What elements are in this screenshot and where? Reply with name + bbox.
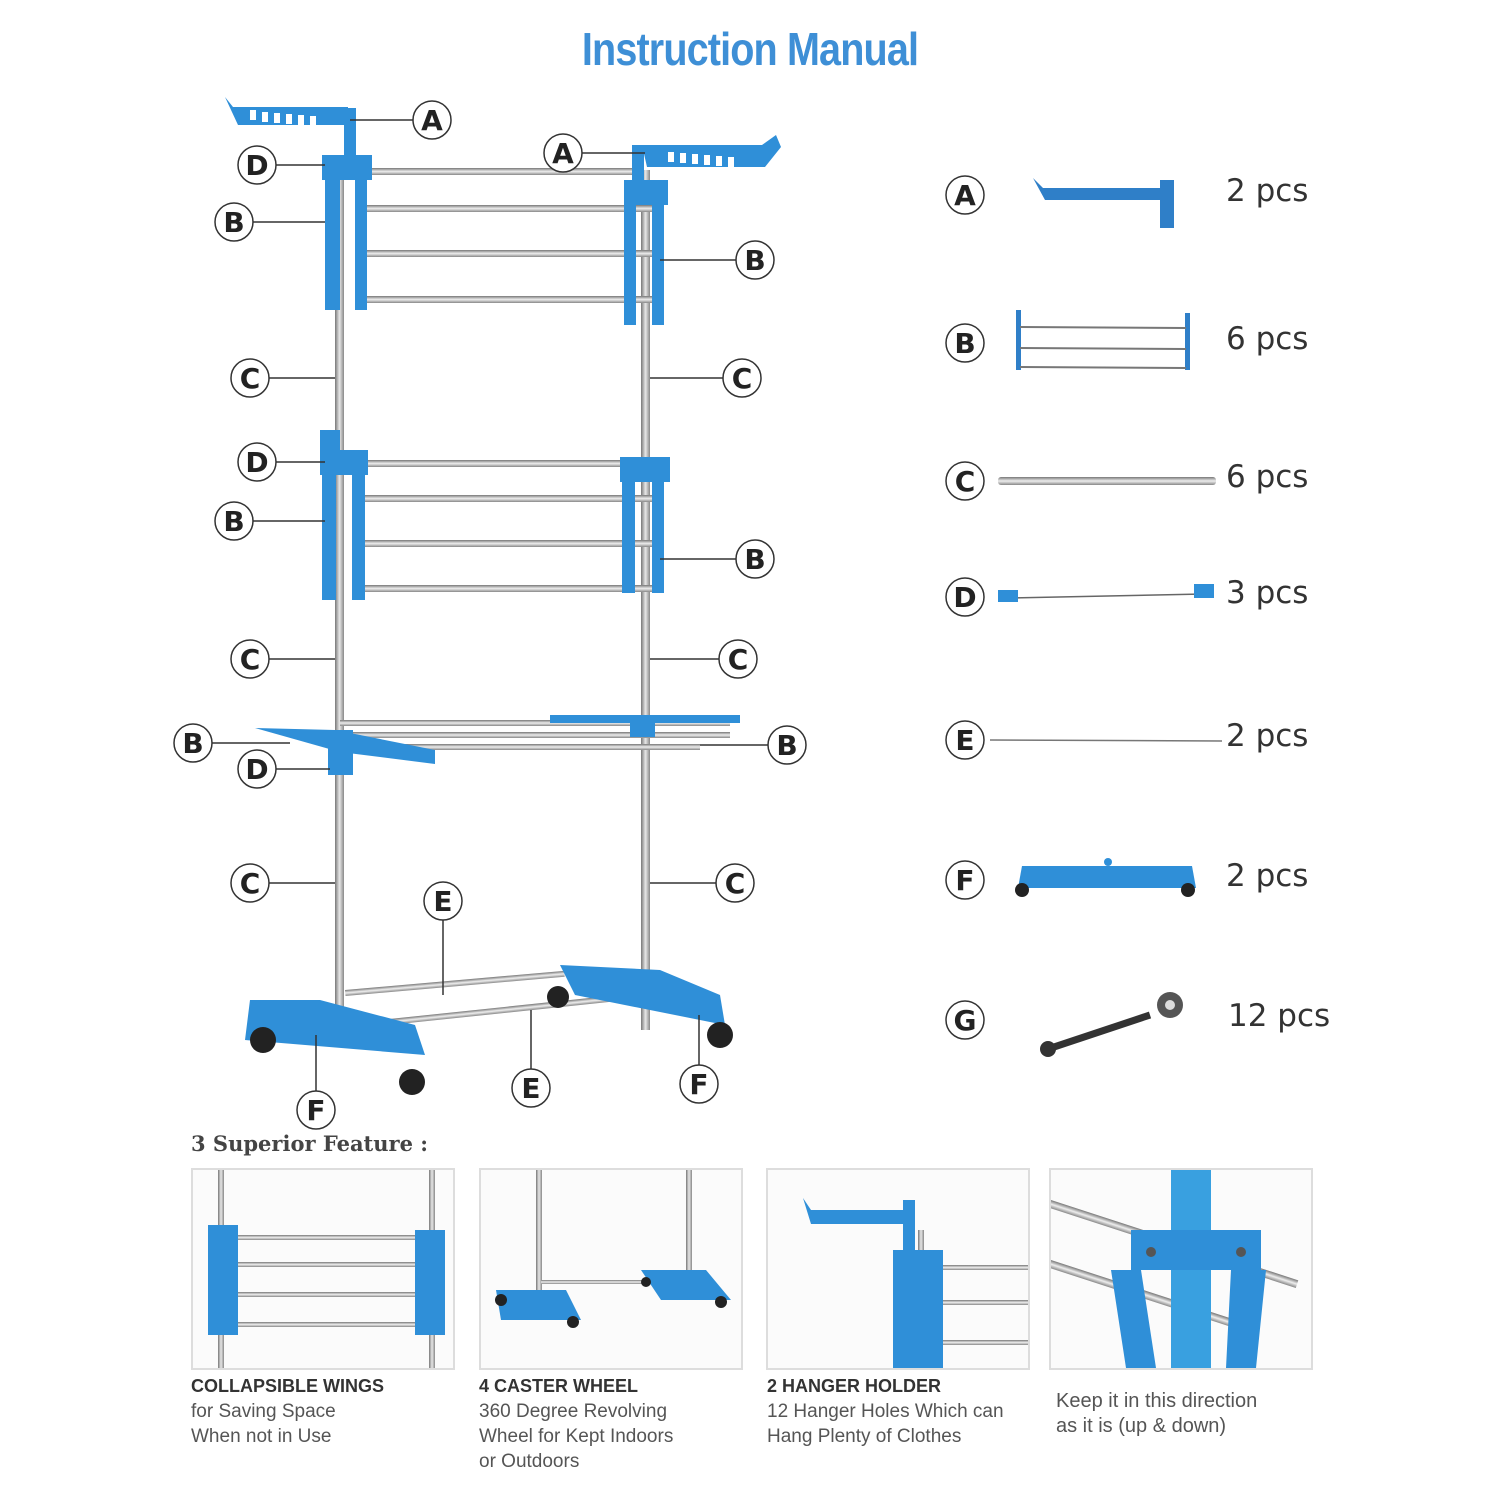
drying-rack-illustration	[225, 97, 781, 1095]
callout-label-circle	[230, 358, 270, 398]
part-quantity: 2 pcs	[1226, 173, 1309, 209]
base-rod-icon	[989, 739, 1223, 742]
callout-label: F	[689, 1068, 708, 1101]
callout-label: F	[306, 1094, 325, 1127]
callout-label: E	[433, 885, 452, 918]
feature-line: for Saving Space	[191, 1401, 336, 1422]
part-letter-circle	[945, 1000, 985, 1040]
feature-title: 4 CASTER WHEEL	[479, 1376, 639, 1396]
callout-label: B	[776, 729, 797, 762]
screw-nut-icon	[1040, 992, 1183, 1057]
part-letter-circle	[945, 720, 985, 760]
callout-label-circle	[735, 539, 775, 579]
callout-label: B	[182, 727, 203, 760]
callout-label-circle	[718, 639, 758, 679]
callout-label-circle	[230, 639, 270, 679]
wing-rack-icon	[1016, 310, 1190, 370]
callout-label: A	[421, 104, 443, 137]
part-letter-circle	[945, 323, 985, 363]
parts-list-letters: A B C D E F G	[945, 175, 985, 1040]
feature-line: 12 Hanger Holes Which can	[767, 1401, 1004, 1422]
connector-rod-icon	[998, 584, 1214, 602]
part-letter: D	[953, 581, 976, 614]
callout-label: C	[728, 643, 749, 676]
feature-line: 360 Degree Revolving	[479, 1401, 668, 1422]
callout-label-circle	[715, 863, 755, 903]
callout-label-circle	[722, 358, 762, 398]
callout-label-circle	[173, 723, 213, 763]
feature-line: as it is (up & down)	[1056, 1415, 1227, 1437]
feature-caption-3: 2 HANGER HOLDER 12 Hanger Holes Which can…	[767, 1374, 1047, 1449]
page-title: Instruction Manual	[581, 23, 919, 75]
part-quantity: 6 pcs	[1226, 321, 1309, 357]
feature-photo-collapsible-wings	[191, 1168, 455, 1370]
callout-label: D	[245, 446, 268, 479]
callout-label: B	[223, 505, 244, 538]
callout-label-circle	[237, 442, 277, 482]
feature-line: Keep it in this direction	[1056, 1390, 1258, 1412]
callout-label: C	[240, 362, 261, 395]
callout-label-circle	[237, 145, 277, 185]
part-letter: G	[954, 1004, 977, 1037]
callout-label-circle	[214, 202, 254, 242]
callout-label: D	[245, 149, 268, 182]
feature-line: When not in Use	[191, 1426, 332, 1447]
callout-label: C	[725, 867, 746, 900]
hanger-holder-icon	[1033, 178, 1174, 228]
callout-label-circle	[237, 749, 277, 789]
callout-label-circle	[423, 881, 463, 921]
part-letter: B	[954, 327, 975, 360]
part-letter-circle	[945, 461, 985, 501]
callout-label-circle	[230, 863, 270, 903]
part-letter: F	[955, 864, 974, 897]
callout-label: A	[552, 137, 574, 170]
callout-label: C	[240, 643, 261, 676]
feature-line: Wheel for Kept Indoors	[479, 1426, 674, 1447]
callout-label: B	[744, 543, 765, 576]
callout-label-circle	[296, 1090, 336, 1130]
part-letter-circle	[945, 860, 985, 900]
callout-label-circle	[543, 133, 583, 173]
callout-label: B	[223, 206, 244, 239]
callout-label: C	[240, 867, 261, 900]
features-heading: 3 Superior Feature :	[191, 1131, 429, 1156]
feature-photo-direction	[1049, 1168, 1313, 1370]
part-quantity: 3 pcs	[1226, 575, 1309, 611]
callout-label-circle	[511, 1068, 551, 1108]
wheel-base-icon	[1015, 858, 1196, 897]
callout-label: D	[245, 753, 268, 786]
part-letter: C	[955, 465, 976, 498]
steel-pipe-icon	[998, 477, 1216, 485]
part-quantity: 2 pcs	[1226, 858, 1309, 894]
feature-title: COLLAPSIBLE WINGS	[191, 1376, 384, 1396]
part-letter-circle	[945, 577, 985, 617]
callout-label-circle	[735, 240, 775, 280]
callout-label-circle	[767, 725, 807, 765]
part-quantity: 12 pcs	[1228, 998, 1331, 1034]
part-letter-circle	[945, 175, 985, 215]
feature-line: Hang Plenty of Clothes	[767, 1426, 962, 1447]
callout-label: B	[744, 244, 765, 277]
feature-caption-4: Keep it in this direction as it is (up & …	[1056, 1389, 1336, 1439]
part-quantity: 6 pcs	[1226, 459, 1309, 495]
part-letter: E	[955, 724, 974, 757]
part-quantity: 2 pcs	[1226, 718, 1309, 754]
part-letter: A	[954, 179, 976, 212]
callout-label-circle	[679, 1064, 719, 1104]
callout-label: C	[732, 362, 753, 395]
feature-title: 2 HANGER HOLDER	[767, 1376, 942, 1396]
callout-label-circle	[214, 501, 254, 541]
feature-photo-caster-wheel	[479, 1168, 743, 1370]
callout-label-circle	[412, 100, 452, 140]
feature-photo-hanger-holder	[766, 1168, 1030, 1370]
feature-line: or Outdoors	[479, 1451, 580, 1472]
callout-label: E	[521, 1072, 540, 1105]
